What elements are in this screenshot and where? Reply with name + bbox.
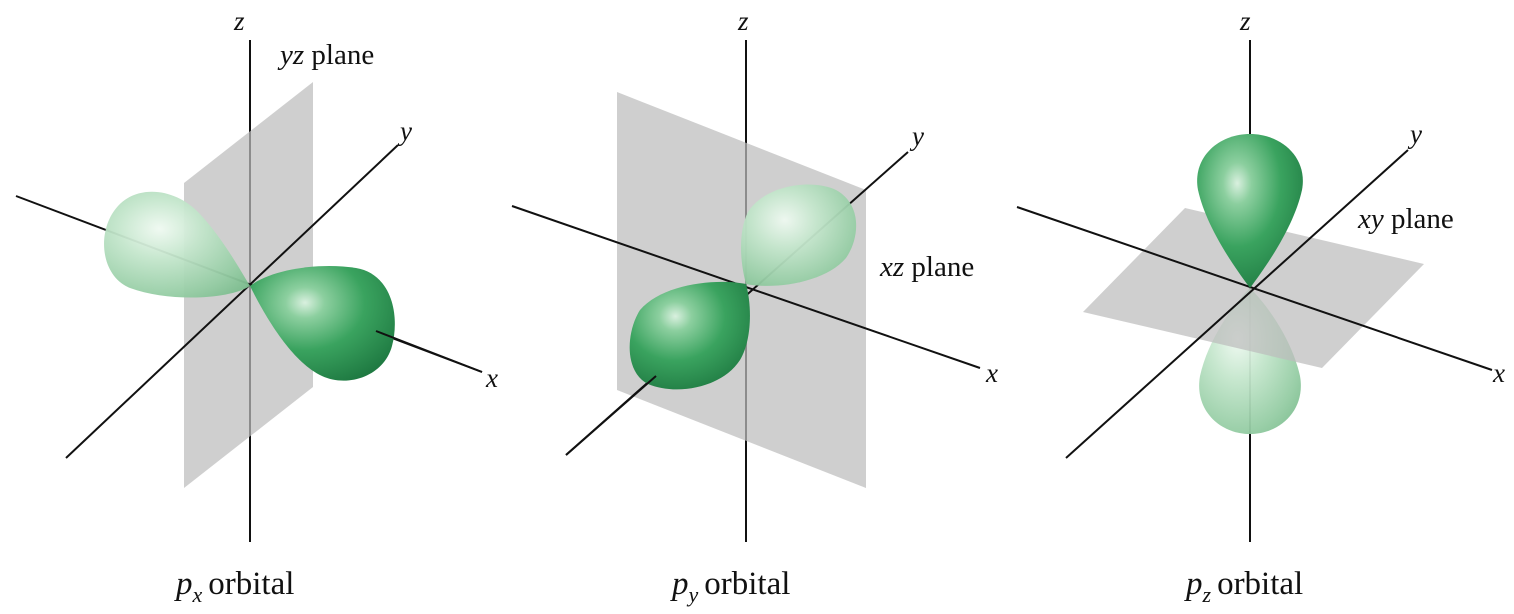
x-axis-front <box>375 330 483 373</box>
px-negative-lobe <box>104 191 251 298</box>
x-axis-label: x <box>485 363 498 393</box>
y-axis-label: y <box>909 121 924 151</box>
z-axis-label: z <box>233 6 245 36</box>
plane-label: xy plane <box>1357 203 1454 235</box>
y-axis-front <box>565 375 657 456</box>
x-axis-label: x <box>985 358 998 388</box>
plane-label: yz plane <box>277 39 374 71</box>
y-axis-label: y <box>397 116 412 146</box>
x-axis-label: x <box>1492 358 1505 388</box>
y-axis <box>65 144 399 459</box>
pz-positive-lobe <box>1197 134 1303 288</box>
y-axis <box>1065 149 1409 459</box>
y-axis-label: y <box>1407 119 1422 149</box>
z-axis-label: z <box>1239 6 1251 36</box>
plane-label: xz plane <box>879 251 974 283</box>
py-negative-lobe <box>629 281 750 390</box>
py-positive-lobe <box>741 184 857 286</box>
z-axis-label: z <box>737 6 749 36</box>
px-positive-lobe <box>250 266 395 381</box>
